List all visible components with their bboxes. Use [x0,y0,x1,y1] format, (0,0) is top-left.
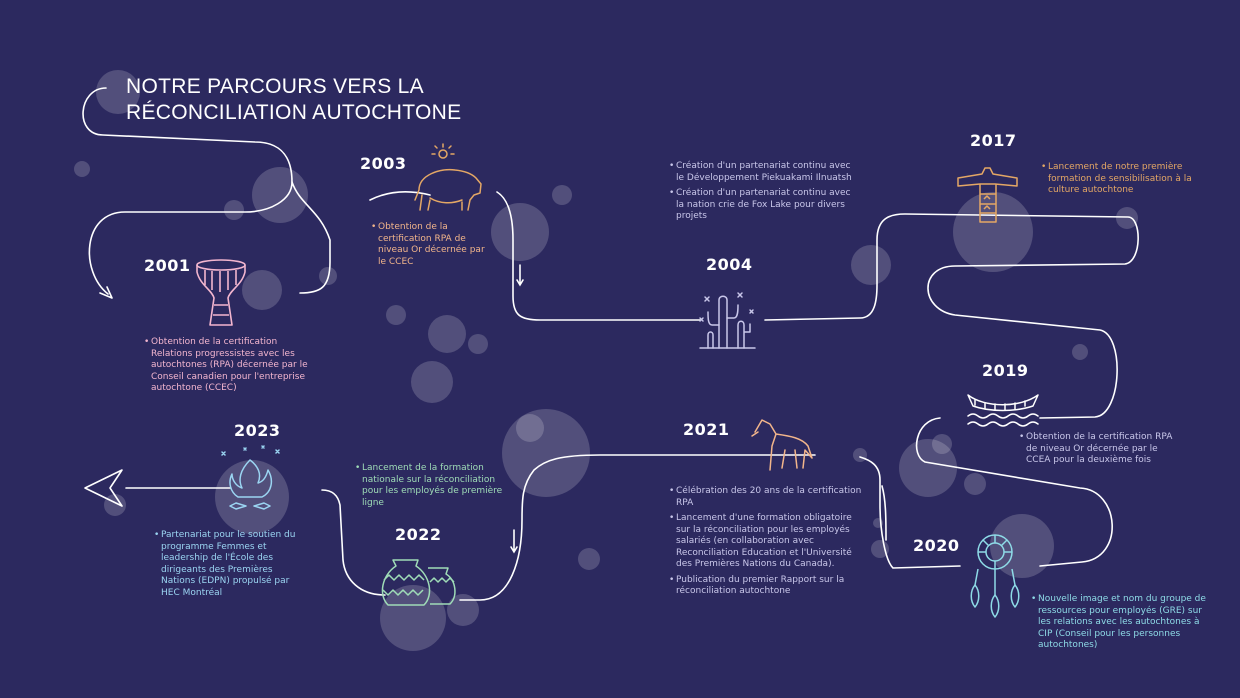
year-2020: 2020 [913,536,960,555]
horse-icon [751,419,813,471]
milestone-item: Création d'un partenariat continu avec l… [669,188,854,223]
milestone-item: Lancement de notre première formation de… [1041,162,1196,197]
page-title: NOTRE PARCOURS VERS LA RÉCONCILIATION AU… [126,74,461,126]
bison-sun-icon [414,143,482,211]
milestone-2020-description: Nouvelle image et nom du groupe de resso… [1031,594,1211,652]
pottery-icon [381,559,456,606]
milestone-2001-description: Obtention de la certification Relations … [144,337,319,395]
dreamcatcher-icon [970,534,1020,618]
year-2003: 2003 [360,154,407,173]
year-2022: 2022 [395,525,442,544]
milestone-item: Lancement d'une formation obligatoire su… [669,513,867,571]
milestone-item: Publication du premier Rapport sur la ré… [669,575,867,598]
milestone-item: Partenariat pour le soutien du programme… [154,530,304,599]
milestone-item: Obtention de la certification Relations … [144,337,319,395]
milestone-item: Obtention de la certification RPA de niv… [371,222,489,268]
milestone-item: Célébration des 20 ans de la certificati… [669,486,867,509]
totem-icon [957,167,1018,223]
milestone-item: Création d'un partenariat continu avec l… [669,161,854,184]
milestone-2021-description: Célébration des 20 ans de la certificati… [669,486,867,598]
year-2023: 2023 [234,421,281,440]
milestone-item: Nouvelle image et nom du groupe de resso… [1031,594,1211,652]
canoe-icon [967,394,1039,427]
year-2004: 2004 [706,255,753,274]
milestone-2003-description: Obtention de la certification RPA de niv… [371,222,489,268]
milestone-2017-description: Lancement de notre première formation de… [1041,162,1196,197]
milestone-item: Obtention de la certification RPA de niv… [1019,432,1179,467]
milestone-2019-description: Obtention de la certification RPA de niv… [1019,432,1179,467]
timeline-path [82,87,1139,601]
milestone-2004-description: Création d'un partenariat continu avec l… [669,161,854,223]
decorative-bubbles [74,70,1138,651]
year-2001: 2001 [144,256,191,275]
milestone-item: Lancement de la formation nationale sur … [355,463,515,509]
milestone-2023-description: Partenariat pour le soutien du programme… [154,530,304,599]
milestone-2022-description: Lancement de la formation nationale sur … [355,463,515,509]
year-2021: 2021 [683,420,730,439]
title-line-2: RÉCONCILIATION AUTOCHTONE [126,101,462,124]
campfire-icon [221,445,280,510]
cactus-icon [699,292,756,349]
year-2019: 2019 [982,361,1029,380]
title-line-1: NOTRE PARCOURS VERS LA [126,75,424,98]
year-2017: 2017 [970,131,1017,150]
drum-icon [196,259,246,326]
